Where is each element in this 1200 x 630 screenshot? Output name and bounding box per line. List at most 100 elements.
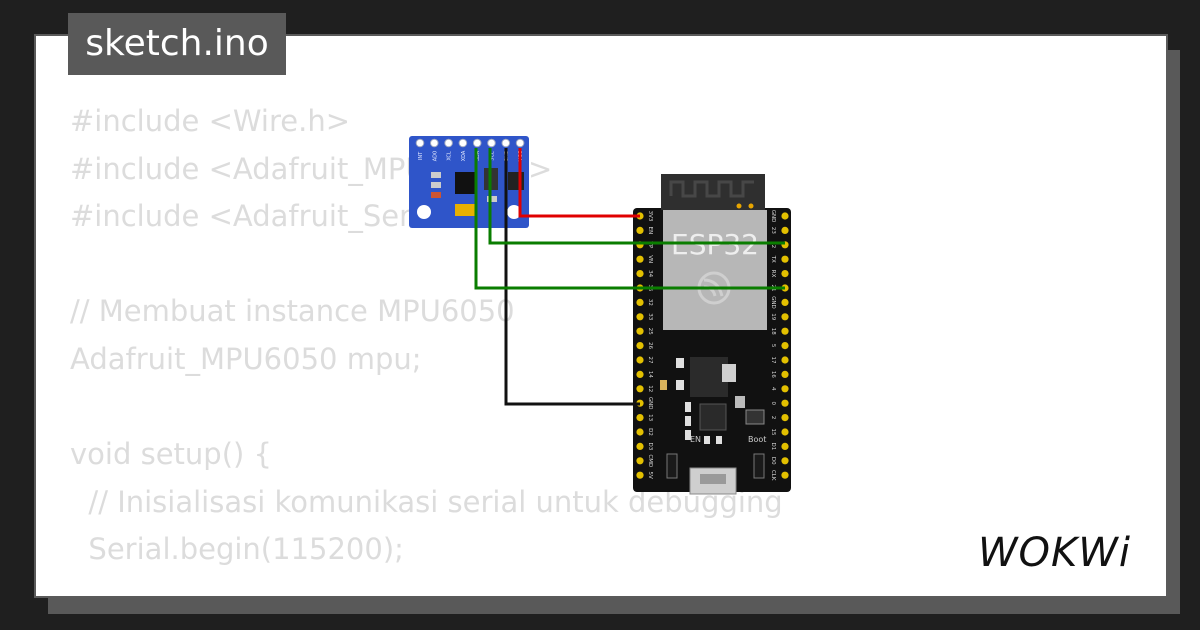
esp32-pin-label: GND — [647, 397, 653, 410]
esp32-pin-label: 15 — [770, 429, 776, 436]
esp32-pin-label: 18 — [770, 328, 776, 335]
mpu6050-pin[interactable] — [487, 138, 496, 148]
esp32-pin-label: 16 — [770, 371, 776, 378]
file-tab[interactable]: sketch.ino — [68, 13, 286, 75]
esp32-pin[interactable] — [781, 255, 789, 263]
esp32-pin[interactable] — [781, 414, 789, 422]
mpu6050-pin[interactable] — [444, 138, 453, 148]
code-line: Adafruit_MPU6050 mpu; — [70, 341, 422, 376]
esp32-pin-label: 5 — [770, 344, 776, 348]
en-button[interactable] — [666, 453, 678, 479]
esp32-pin-label: 27 — [647, 357, 653, 364]
esp32-pin-label: VP — [647, 241, 653, 249]
boot-button[interactable] — [753, 453, 765, 479]
esp32-pin[interactable] — [636, 270, 644, 278]
wire-gnd[interactable] — [504, 148, 640, 406]
esp32-pin-label: D1 — [770, 443, 776, 451]
esp32-pin-label: 22 — [770, 241, 776, 248]
en-label: EN — [690, 435, 701, 444]
esp32-pin-label: GND — [770, 296, 776, 309]
esp32-pin[interactable] — [781, 313, 789, 321]
usb-chip — [699, 403, 727, 431]
voltage-regulator — [690, 357, 728, 397]
esp32-pin[interactable] — [636, 385, 644, 393]
esp32-module-shield — [663, 210, 767, 330]
mpu6050-chip — [455, 172, 477, 194]
mpu6050-pin[interactable] — [458, 138, 468, 148]
esp32-pin[interactable] — [781, 457, 789, 465]
mpu6050-pin-label: XDA — [461, 150, 467, 161]
esp32-pin[interactable] — [636, 370, 644, 378]
esp32-pin-label: 34 — [647, 270, 653, 277]
esp32-pin-label: 26 — [647, 342, 653, 349]
esp32-pin[interactable] — [636, 428, 644, 436]
mpu6050-pin[interactable] — [430, 138, 439, 148]
esp32-pin[interactable] — [781, 385, 789, 393]
esp32-pin[interactable] — [636, 356, 644, 364]
esp32-pin[interactable] — [636, 298, 644, 306]
esp32-pin-label: 4 — [770, 387, 776, 391]
esp32-pin[interactable] — [636, 226, 644, 234]
esp32-pin-label: EN — [647, 227, 653, 235]
esp32-pin[interactable] — [781, 399, 789, 407]
esp32-pin-label: 12 — [647, 385, 653, 392]
esp32-pin[interactable] — [781, 442, 789, 450]
wokwi-logo-text: WOKWi — [978, 530, 1131, 576]
code-line: // Inisialisasi komunikasi serial untuk … — [70, 484, 783, 519]
mpu6050-pin[interactable] — [515, 138, 525, 148]
mpu6050-pin-label: SDA — [475, 150, 481, 161]
mpu6050-pin[interactable] — [501, 138, 511, 148]
esp32-board[interactable]: ESP32 3V3ENVPVN343532332526271412GND13D2… — [633, 174, 791, 495]
boot-label: Boot — [748, 435, 766, 444]
esp32-pin[interactable] — [636, 442, 644, 450]
esp32-pin[interactable] — [781, 370, 789, 378]
esp32-pin-label: 5V — [647, 472, 653, 479]
code-line: // Membuat instance MPU6050 — [70, 294, 515, 329]
esp32-pin[interactable] — [636, 313, 644, 321]
mpu6050-pin[interactable] — [415, 138, 425, 148]
antenna-trace — [669, 180, 754, 198]
esp32-pin-label: 32 — [647, 299, 653, 306]
mpu6050-pin-label: INT — [418, 151, 424, 160]
wire-sda[interactable] — [474, 148, 785, 290]
esp32-pin[interactable] — [636, 342, 644, 350]
esp32-pin[interactable] — [781, 428, 789, 436]
capacitor — [455, 204, 477, 216]
esp32-pin-label: 3V3 — [647, 211, 653, 222]
esp32-pin-label: 14 — [647, 371, 653, 378]
mounting-hole — [417, 205, 431, 219]
esp32-pin-label: 0 — [770, 401, 776, 405]
esp32-pin[interactable] — [781, 356, 789, 364]
esp32-pin[interactable] — [781, 471, 789, 479]
mpu6050-pin-label: XCL — [447, 151, 453, 161]
esp32-pin[interactable] — [781, 298, 789, 306]
esp32-pin-label: D3 — [647, 443, 653, 451]
mpu6050-pin[interactable] — [472, 138, 482, 148]
wire-vcc[interactable] — [518, 148, 640, 218]
wokwi-logo: WOKWi — [978, 530, 1131, 576]
esp32-pin-label: GND — [770, 210, 776, 223]
esp32-pin-label: 25 — [647, 328, 653, 335]
esp32-pin-label: 19 — [770, 313, 776, 320]
esp32-pin[interactable] — [636, 327, 644, 335]
esp32-pin[interactable] — [636, 414, 644, 422]
mpu6050-pin-label: AD0 — [432, 151, 438, 161]
mpu6050-pin-label: SCL — [490, 151, 496, 161]
esp32-pin-label: TX — [770, 255, 776, 263]
code-line: #include <Wire.h> — [70, 104, 351, 138]
esp32-pin[interactable] — [781, 270, 789, 278]
esp32-pin-label: 33 — [647, 313, 653, 320]
esp32-pin-label: 2 — [770, 416, 776, 420]
esp32-pin-label: VN — [647, 255, 653, 263]
wire-scl[interactable] — [488, 148, 785, 245]
esp32-pin[interactable] — [636, 457, 644, 465]
esp32-antenna — [661, 174, 765, 210]
esp32-pin[interactable] — [636, 471, 644, 479]
esp32-pin[interactable] — [781, 212, 789, 220]
esp32-pin[interactable] — [636, 255, 644, 263]
esp32-pin[interactable] — [781, 226, 789, 234]
esp32-pin[interactable] — [781, 327, 789, 335]
esp32-pin[interactable] — [781, 342, 789, 350]
